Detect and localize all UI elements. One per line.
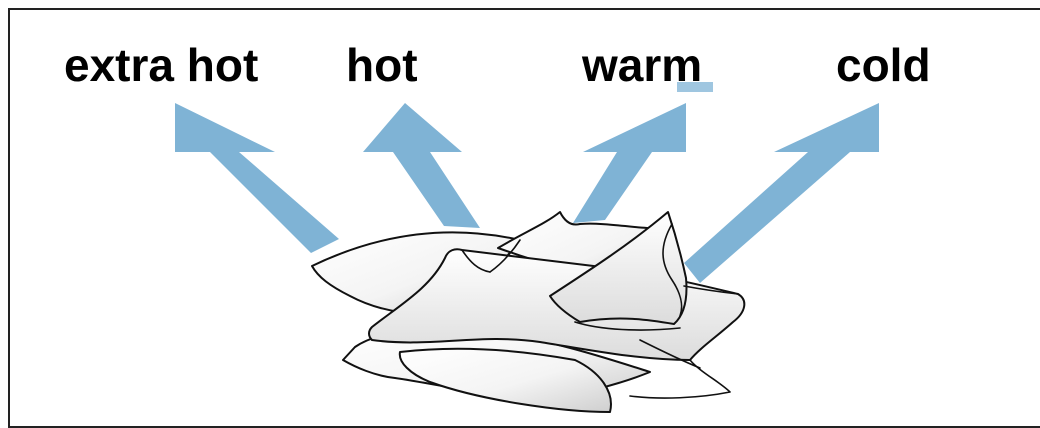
arrow-up-icon bbox=[175, 103, 339, 253]
arrow-up-icon bbox=[363, 103, 480, 228]
arrow-up-icon bbox=[684, 103, 879, 283]
arrow-up-icon bbox=[573, 103, 686, 223]
laundry-diagram bbox=[0, 0, 1040, 415]
laundry-pile-icon bbox=[312, 212, 744, 412]
